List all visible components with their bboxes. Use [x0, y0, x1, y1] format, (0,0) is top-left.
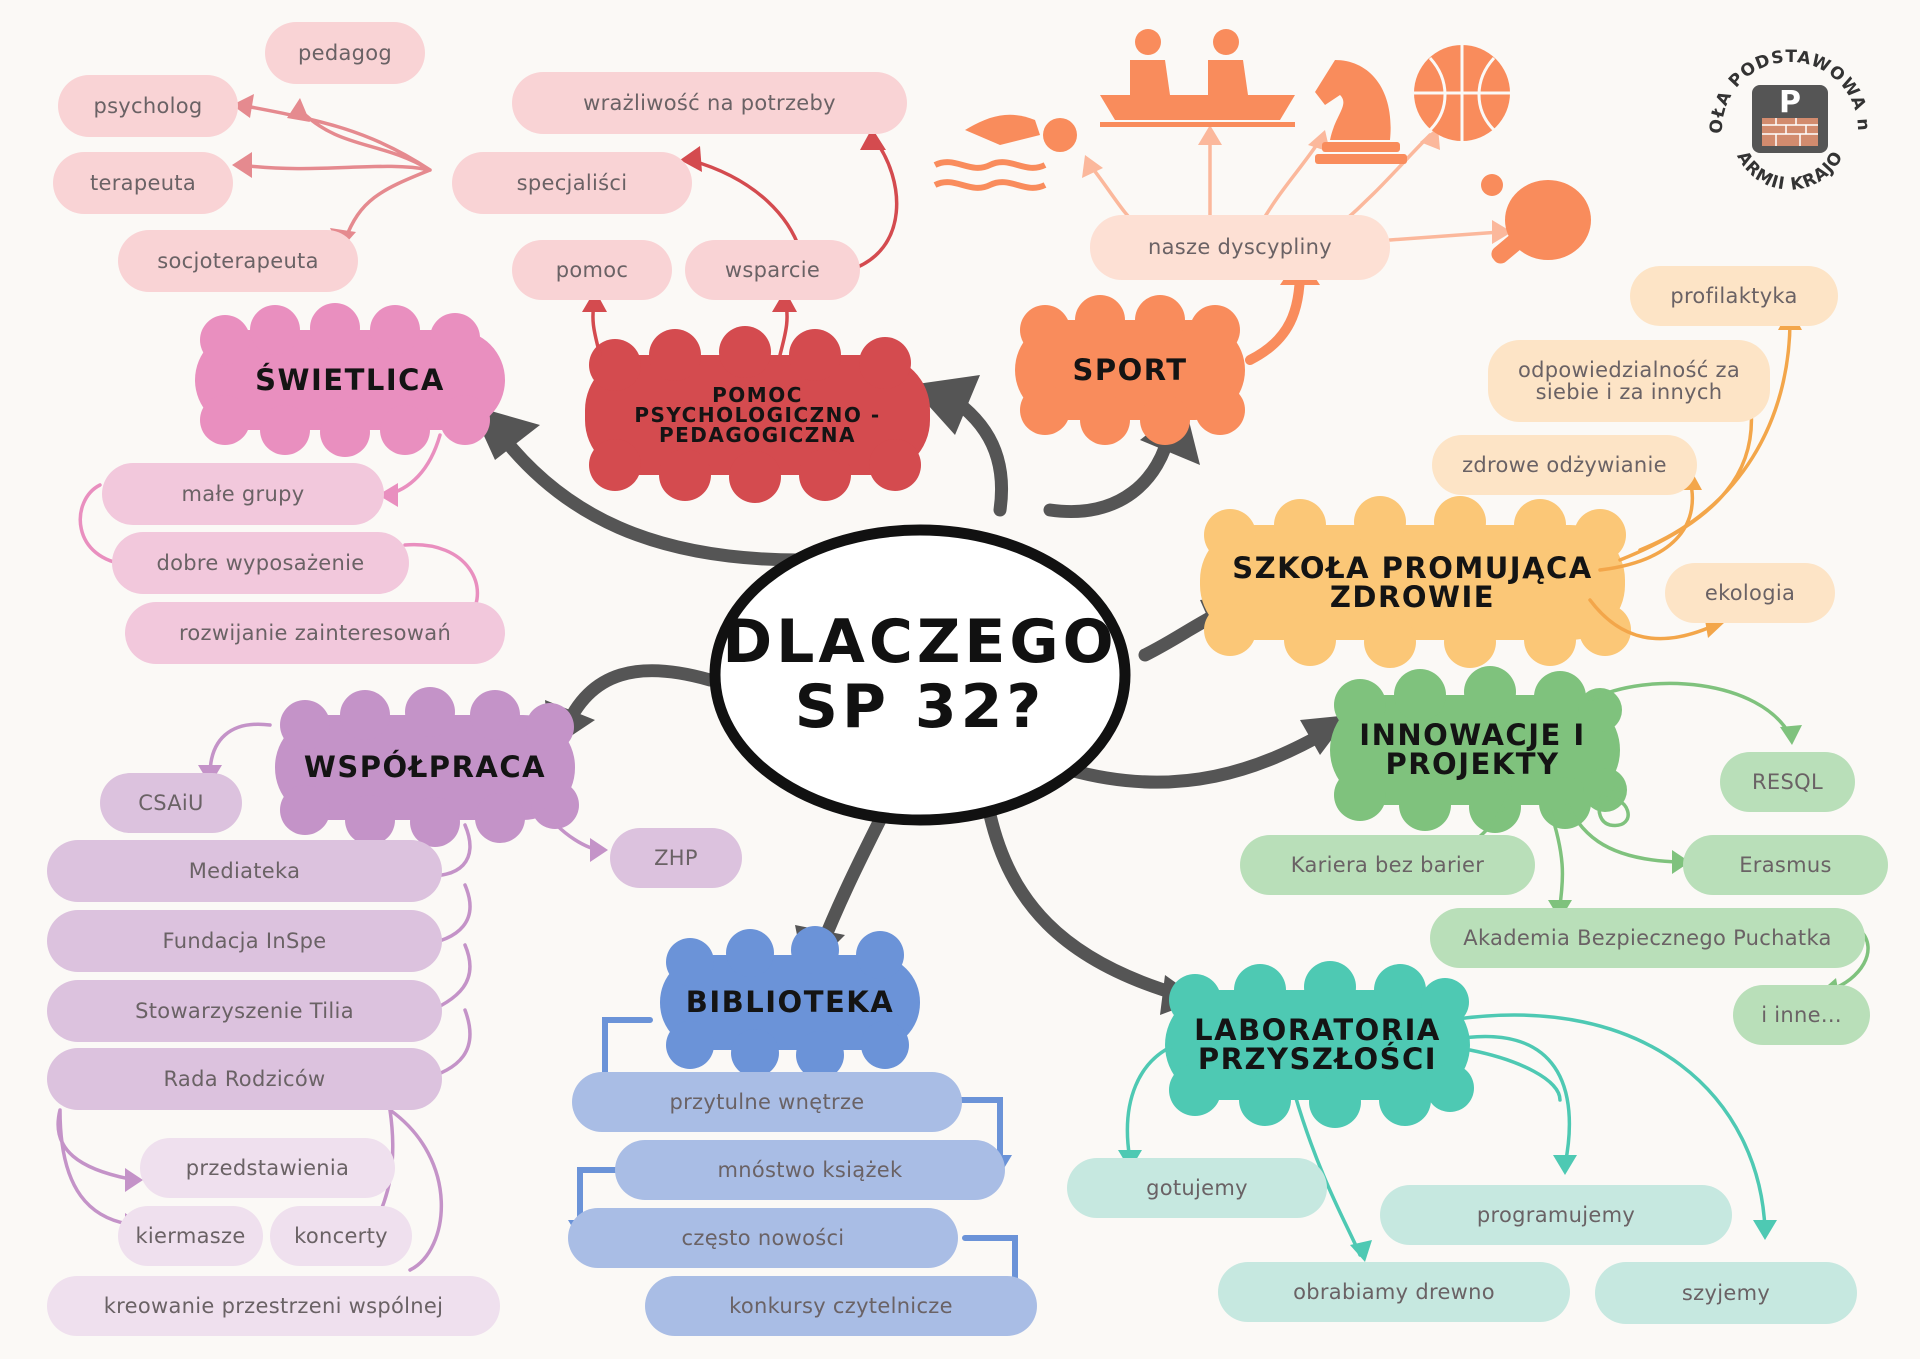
category-laboratoria: LABORATORIA PRZYSZŁOŚCI: [1194, 1013, 1441, 1076]
branch-arrows: [56, 103, 1870, 1303]
item-wsparcie: wsparcie: [685, 240, 860, 300]
category-clouds: [195, 295, 1631, 1128]
logo-letter: P: [1779, 85, 1801, 120]
item-zdrowe-odzywianie: zdrowe odżywianie: [1432, 435, 1697, 495]
item-male-grupy: małe grupy: [102, 463, 384, 525]
item-zhp: ZHP: [610, 828, 742, 888]
category-pomoc: POMOC PSYCHOLOGICZNO - PEDAGOGICZNA: [634, 383, 881, 447]
item-mediateka: Mediateka: [47, 840, 442, 902]
item-wrazliwosc: wrażliwość na potrzeby: [512, 72, 907, 134]
item-konkursy-czytelnicze: konkursy czytelnicze: [645, 1276, 1037, 1336]
item-gotujemy: gotujemy: [1067, 1158, 1327, 1218]
category-innowacje: INNOWACJE I PROJEKTY: [1359, 718, 1586, 781]
center-line-2: SP 32?: [794, 672, 1046, 742]
category-szkola-promujaca-zdrowie: SZKOŁA PROMUJĄCA ZDROWIE: [1232, 550, 1593, 614]
category-biblioteka: BIBLIOTEKA: [685, 985, 895, 1019]
table-tennis-icon: [1481, 174, 1591, 264]
item-mnostwo-ksiazek: mnóstwo książek: [615, 1140, 1005, 1200]
item-szyjemy: szyjemy: [1595, 1262, 1857, 1324]
item-koncerty: koncerty: [270, 1206, 412, 1266]
item-programujemy: programujemy: [1380, 1185, 1732, 1245]
item-przedstawienia: przedstawienia: [140, 1138, 395, 1198]
center-title: DLACZEGO SP 32?: [720, 595, 1120, 755]
item-terapeuta: terapeuta: [53, 152, 233, 214]
item-kariera-bez-barier: Kariera bez barier: [1240, 835, 1535, 895]
item-odpowiedzialnosc: odpowiedzialność za siebie i za innych: [1488, 340, 1770, 422]
item-pedagog: pedagog: [265, 22, 425, 84]
item-nasze-dyscypliny: nasze dyscypliny: [1090, 215, 1390, 280]
item-fundacja-inspe: Fundacja InSpe: [47, 910, 442, 972]
item-kreowanie-przestrzeni: kreowanie przestrzeni wspólnej: [47, 1276, 500, 1336]
center-circle: [709, 524, 1131, 826]
chess-knight-icon: [1315, 60, 1407, 164]
center-arrows: [483, 383, 1337, 1002]
item-profilaktyka: profilaktyka: [1630, 266, 1838, 326]
item-pomoc: pomoc: [512, 240, 672, 300]
basketball-icon: [1414, 45, 1510, 141]
item-psycholog: psycholog: [58, 75, 238, 137]
category-wspolpraca: WSPÓŁPRACA: [303, 750, 547, 784]
item-socjoterapeuta: socjoterapeuta: [118, 230, 358, 292]
item-dobre-wyposazenie: dobre wyposażenie: [112, 532, 409, 594]
item-akademia-bezpiecznego-puchatka: Akademia Bezpiecznego Puchatka: [1430, 908, 1865, 968]
rowing-icon: [1100, 29, 1295, 127]
item-ekologia: ekologia: [1665, 563, 1835, 623]
category-sport: SPORT: [1072, 352, 1188, 387]
item-csaiu: CSAiU: [100, 773, 242, 833]
item-resql: RESQL: [1720, 752, 1855, 812]
school-logo: [1710, 40, 1870, 200]
item-obrabiamy-drewno: obrabiamy drewno: [1218, 1262, 1570, 1322]
item-kiermasze: kiermasze: [118, 1206, 263, 1266]
center-line-1: DLACZEGO: [722, 607, 1118, 678]
item-specjalisci: specjaliści: [452, 152, 692, 214]
item-i-inne: i inne...: [1733, 985, 1870, 1045]
item-czesto-nowosci: często nowości: [568, 1208, 958, 1268]
item-erasmus: Erasmus: [1683, 835, 1888, 895]
swimmer-icon: [933, 114, 1077, 191]
item-rozwijanie-zainteresowan: rozwijanie zainteresowań: [125, 602, 505, 664]
item-przytulne-wnetrze: przytulne wnętrze: [572, 1072, 962, 1132]
item-stowarzyszenie-tilia: Stowarzyszenie Tilia: [47, 980, 442, 1042]
item-rada-rodzicow: Rada Rodziców: [47, 1048, 442, 1110]
category-swietlica: ŚWIETLICA: [255, 362, 445, 397]
